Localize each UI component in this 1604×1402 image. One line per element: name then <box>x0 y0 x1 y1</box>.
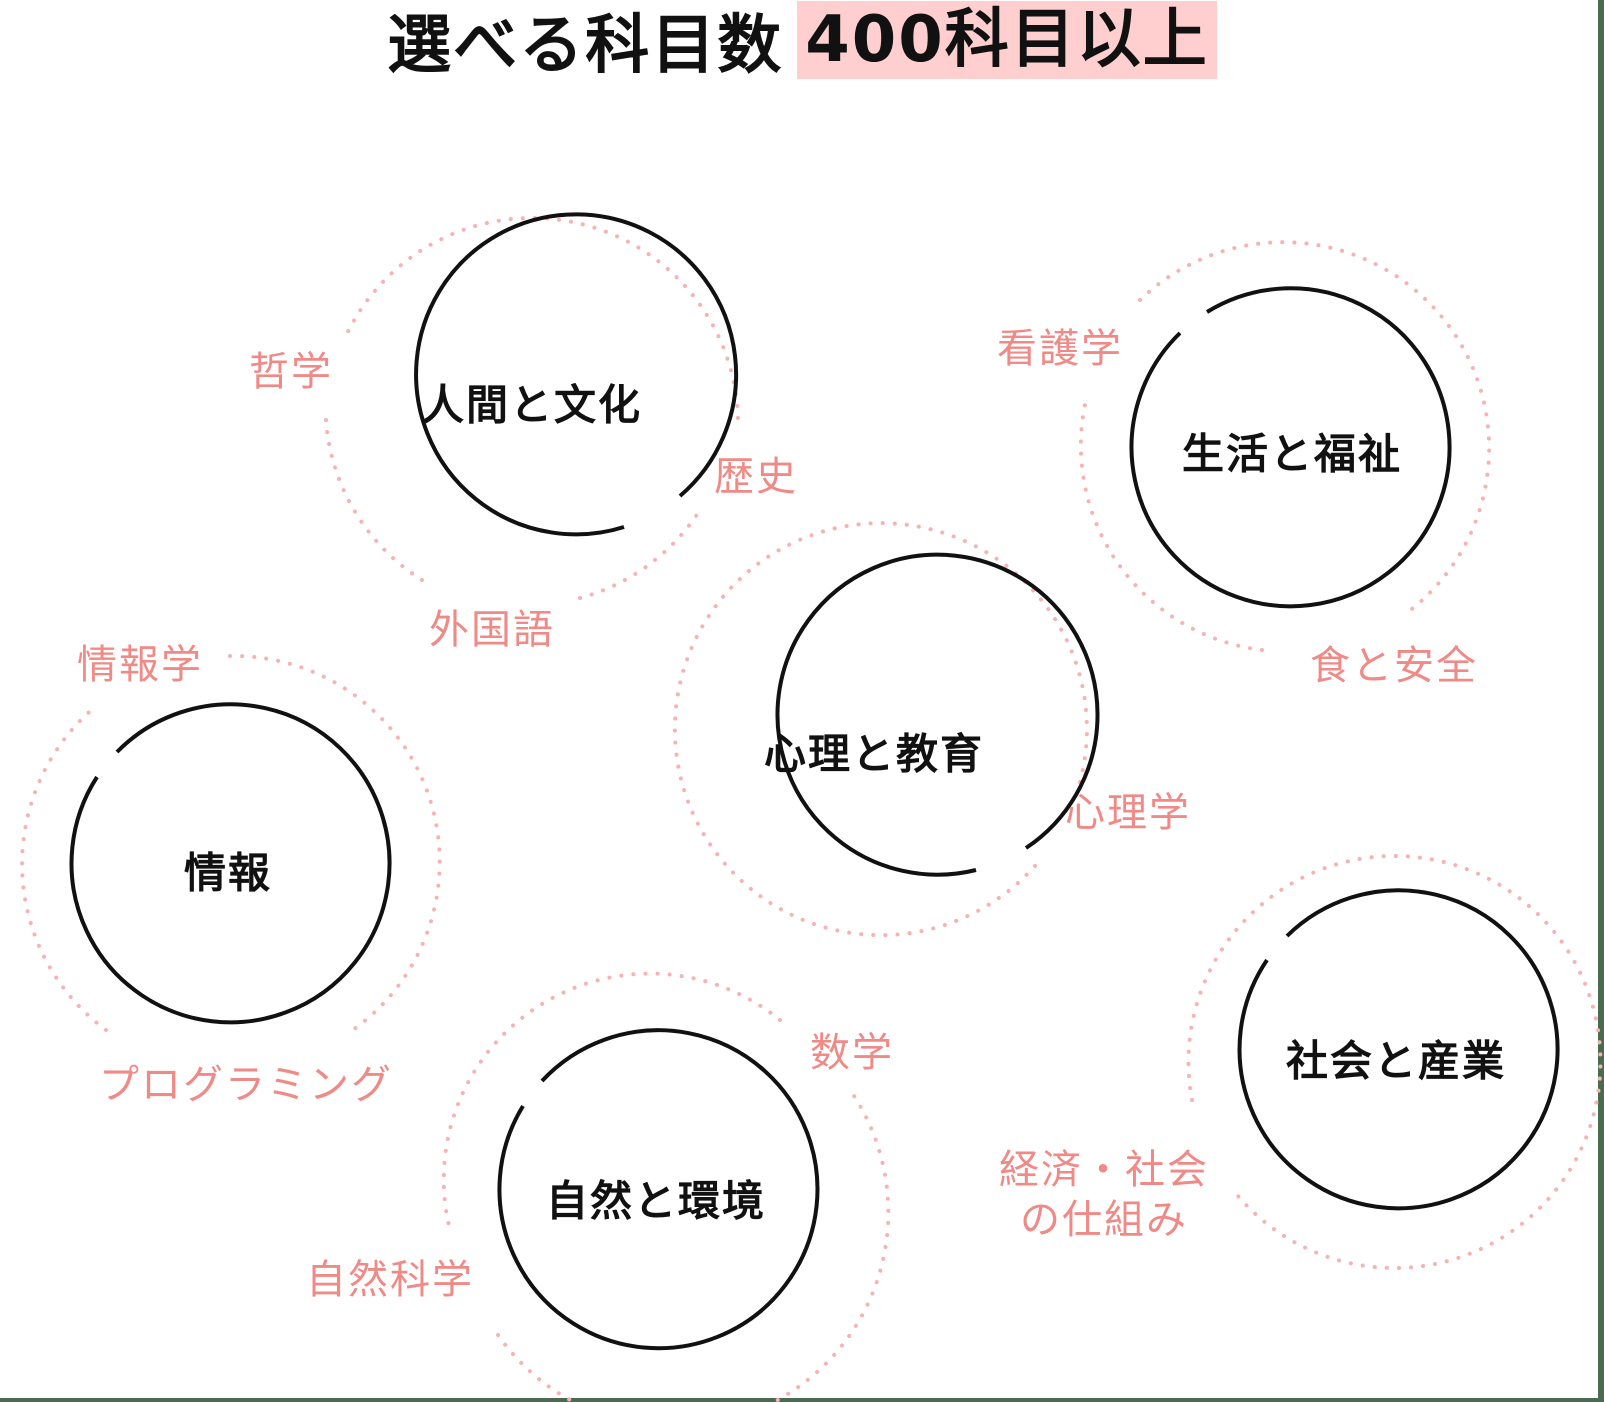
subject-shoku-to-anzen: 食と安全 <box>1310 643 1478 689</box>
hub-shizen-to-kankyo: 自然と環境 <box>545 1176 767 1226</box>
ring-joho-dotted-2 <box>20 704 108 1032</box>
hub-shakai-to-sangyo: 社会と産業 <box>1285 1036 1507 1086</box>
ring-ningen <box>414 212 739 537</box>
ring-ningen-dotted-3 <box>578 508 702 600</box>
subject-programming: プログラミング <box>99 1062 393 1108</box>
ring-ningen-dotted <box>342 216 740 420</box>
ring-shinri-dotted <box>672 521 1089 938</box>
hub-ningen-to-bunka: 人間と文化 <box>421 380 643 430</box>
ring-seikatsu-dotted <box>1138 240 1492 614</box>
ring-shizen-dotted <box>441 971 782 1232</box>
title-prefix: 選べる科目数 <box>387 9 784 83</box>
ring-shizen-dotted-2 <box>496 1088 891 1402</box>
hub-shinri-to-kyoiku: 心理と教育 <box>763 729 985 779</box>
ring-shizen <box>497 1028 820 1351</box>
subject-johogaku: 情報学 <box>77 642 203 688</box>
bottom-frame-border <box>0 1398 1604 1402</box>
ring-seikatsu-dotted-2 <box>1078 398 1264 652</box>
ring-joho <box>69 702 392 1025</box>
subject-gaikokugo: 外国語 <box>429 607 555 653</box>
subject-keizai-shakai: 経済・社会 の仕組み <box>999 1145 1209 1245</box>
subject-shinrigaku: 心理学 <box>1065 790 1191 836</box>
ring-ningen-dotted-2 <box>324 418 424 582</box>
ring-shakai <box>1237 888 1560 1211</box>
ring-shakai-dotted <box>1186 854 1603 1271</box>
subject-tetsugaku: 哲学 <box>249 349 333 395</box>
title-highlight: 400科目以上 <box>797 1 1217 79</box>
ring-shinri <box>775 552 1100 877</box>
subject-sugaku: 数学 <box>810 1030 894 1076</box>
subject-shizenkagaku: 自然科学 <box>306 1257 474 1303</box>
ring-seikatsu <box>1129 286 1452 609</box>
ring-joho-dotted <box>228 653 442 1034</box>
page-title: 選べる科目数 400科目以上 <box>0 0 1604 83</box>
hub-seikatsu-to-fukushi: 生活と福祉 <box>1181 429 1403 479</box>
hub-joho: 情報 <box>183 848 273 898</box>
subject-rekishi: 歴史 <box>714 454 798 500</box>
subject-keizai-line2: の仕組み <box>1020 1197 1188 1243</box>
subject-keizai-line1: 経済・社会 <box>999 1147 1209 1193</box>
right-frame-border <box>1598 0 1604 1402</box>
subject-kango: 看護学 <box>997 326 1123 372</box>
